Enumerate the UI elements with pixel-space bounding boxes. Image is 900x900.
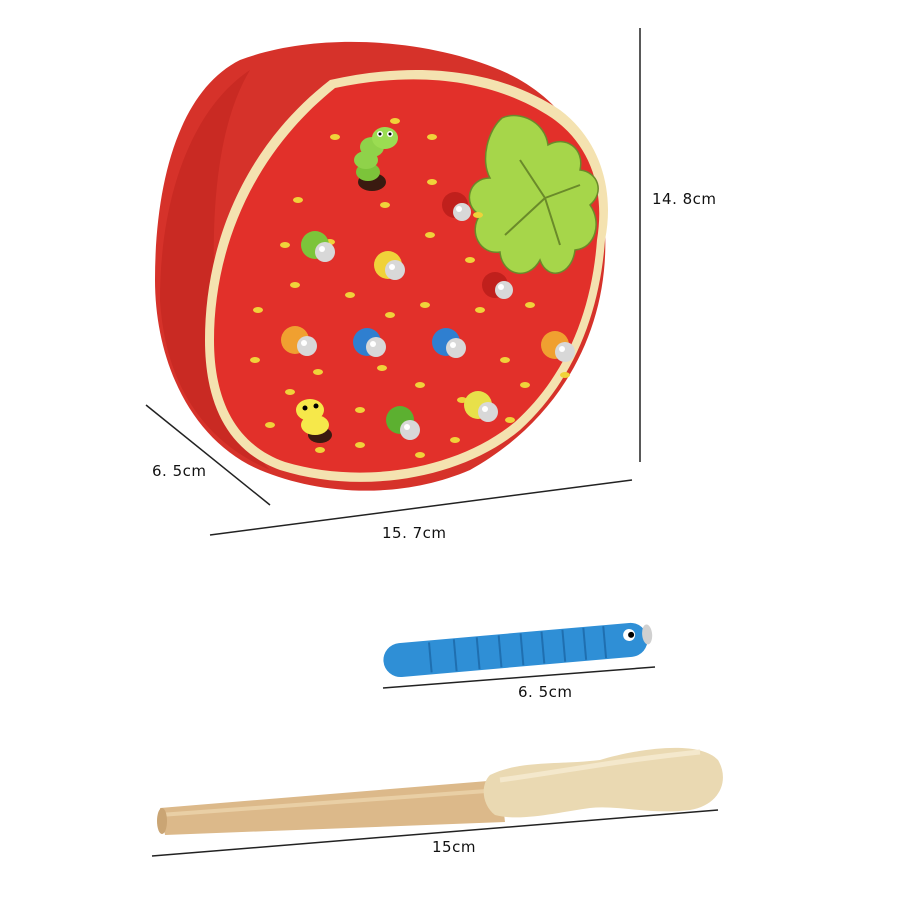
stick-dimension-line <box>151 809 719 857</box>
depth-label: 6. 5cm <box>152 462 207 480</box>
worm-green-1 <box>301 231 335 262</box>
printed-caterpillar-green <box>354 127 398 191</box>
leaf-icon <box>468 114 599 275</box>
worms <box>281 192 575 440</box>
worm-blue-2 <box>432 328 466 358</box>
worm-length-label: 6. 5cm <box>518 683 573 701</box>
depth-dimension-line <box>145 404 271 506</box>
seeds <box>250 118 570 458</box>
worm-red-1 <box>442 192 471 221</box>
strawberry-board <box>155 41 608 491</box>
worm-yellow-1 <box>374 251 405 280</box>
width-label: 15. 7cm <box>382 524 447 542</box>
worm-yellow-2 <box>464 391 498 422</box>
worm-orange-2 <box>541 331 575 362</box>
worm-red-2 <box>482 272 513 299</box>
worm-blue-1 <box>353 328 386 357</box>
magnetic-stick <box>157 747 723 835</box>
worm-dimension-line <box>382 666 656 689</box>
stick-length-label: 15cm <box>432 838 476 856</box>
blue-caterpillar <box>383 622 653 678</box>
height-label: 14. 8cm <box>652 190 717 208</box>
width-dimension-line <box>209 479 633 536</box>
worm-green-2 <box>386 406 420 440</box>
printed-caterpillar-yellow <box>296 399 332 443</box>
worm-orange-1 <box>281 326 317 356</box>
